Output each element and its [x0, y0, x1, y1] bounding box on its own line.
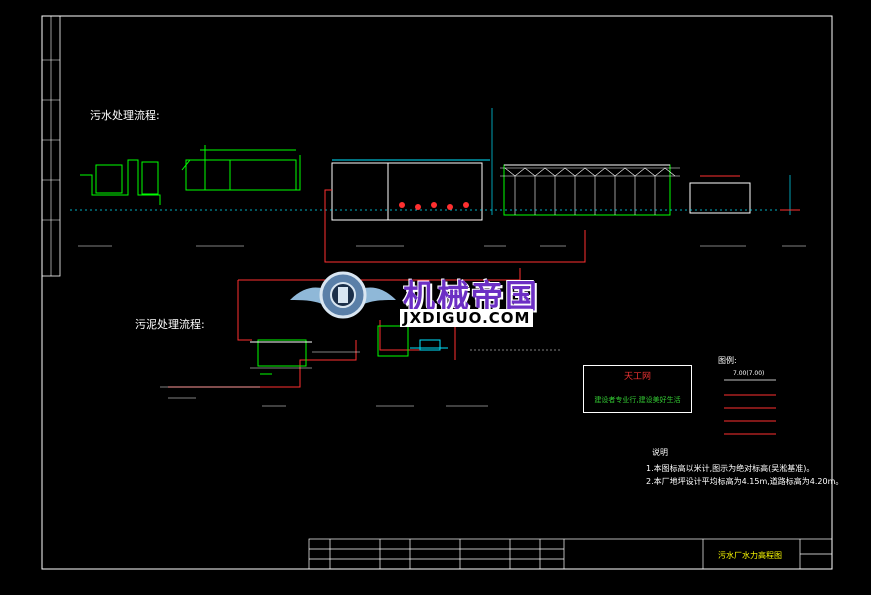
note-2: 2.本厂地坪设计平均标高为4.15m,道路标高为4.20m。 — [646, 477, 844, 486]
legend-level-sample: 7.00(7.00) — [733, 370, 765, 377]
sludge-pipelines — [168, 189, 800, 388]
drawing-title: 污水厂水力高程图 — [718, 551, 782, 560]
note-1: 1.本图标高以米计,图示为绝对标高(吴淞基准)。 — [646, 464, 815, 473]
binding-margin-cells — [42, 16, 60, 276]
stamp-slogan: 建设者专业行,建设美好生活 — [594, 396, 681, 404]
sludge-process-title: 污泥处理流程: — [135, 318, 205, 331]
title-block — [308, 538, 833, 570]
ground-elevation-lines — [70, 108, 800, 215]
sludge-structures — [250, 325, 448, 375]
aeration-marks — [399, 202, 469, 210]
sewage-structures — [80, 145, 751, 221]
legend-title: 图例: — [718, 356, 737, 365]
clarifier-truss — [500, 167, 680, 215]
tiangong-stamp: 天工网 建设者专业行,建设美好生活 — [583, 365, 692, 413]
sludge-baselines — [160, 349, 560, 388]
structure-label-underlines — [78, 245, 806, 407]
sewage-process-title: 污水处理流程: — [90, 109, 160, 122]
legend-lines — [724, 379, 776, 435]
notes-title: 说明 — [652, 448, 668, 457]
watermark-brand-cn: 机械帝国 — [403, 277, 540, 315]
stamp-brand: 天工网 — [623, 372, 651, 382]
watermark-brand-en: JXDIGUO.COM — [400, 309, 534, 327]
watermark-gear-logo — [290, 271, 396, 319]
